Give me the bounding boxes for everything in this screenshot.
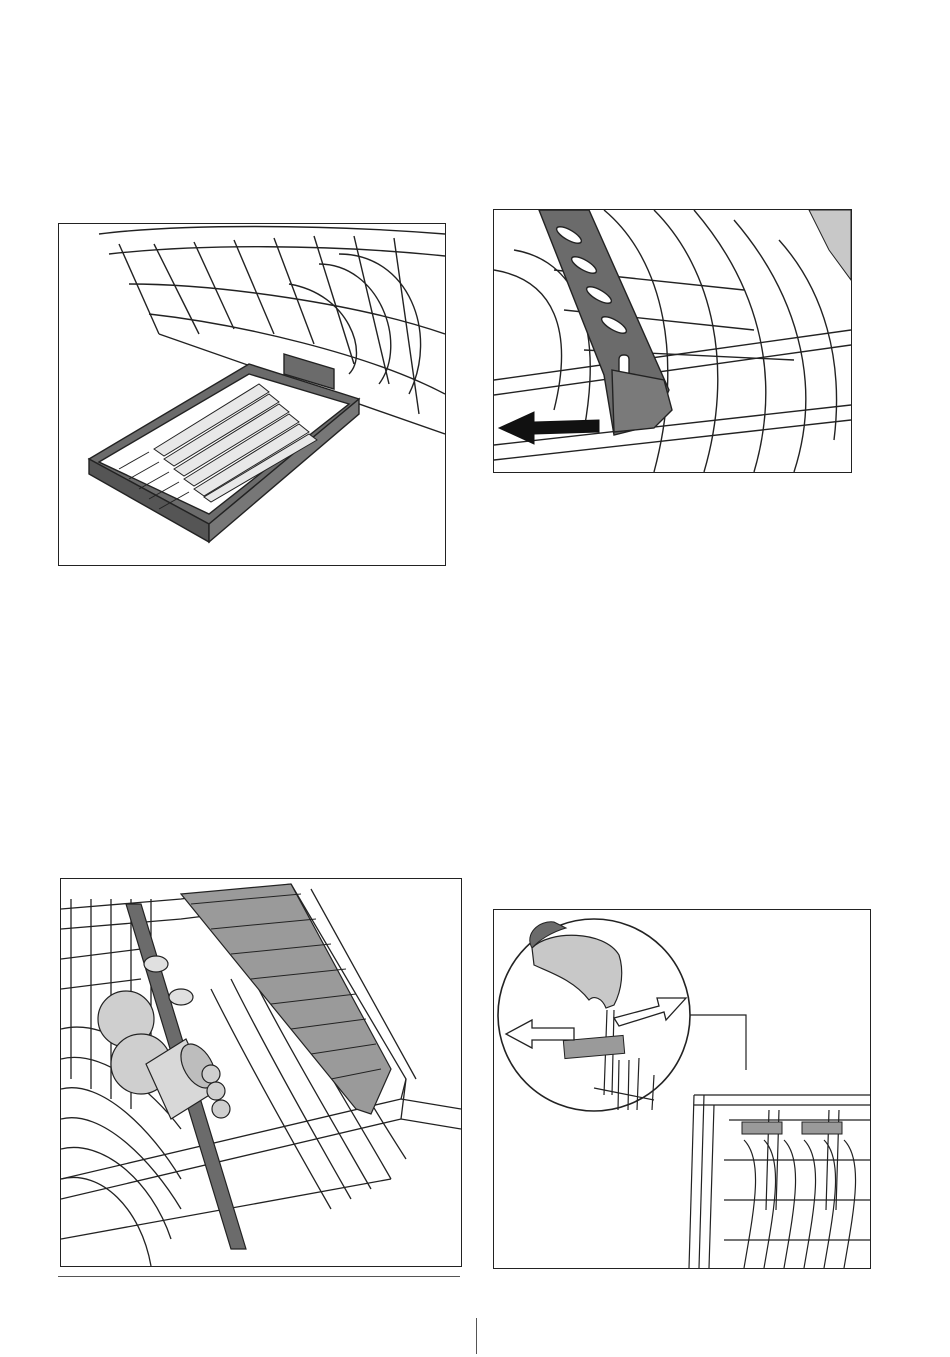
footer-divider xyxy=(476,1318,477,1354)
basket-cups-illustration xyxy=(61,879,461,1266)
figure-rack-adjust xyxy=(493,909,871,1269)
rack-adjust-illustration xyxy=(494,910,870,1268)
cutlery-tray-illustration xyxy=(59,224,445,565)
figure-cutlery-tray xyxy=(58,223,446,566)
section-rule xyxy=(58,1276,460,1277)
tine-clip-illustration xyxy=(494,210,851,472)
figure-tine-clip xyxy=(493,209,852,473)
figure-basket-cups xyxy=(60,878,462,1267)
